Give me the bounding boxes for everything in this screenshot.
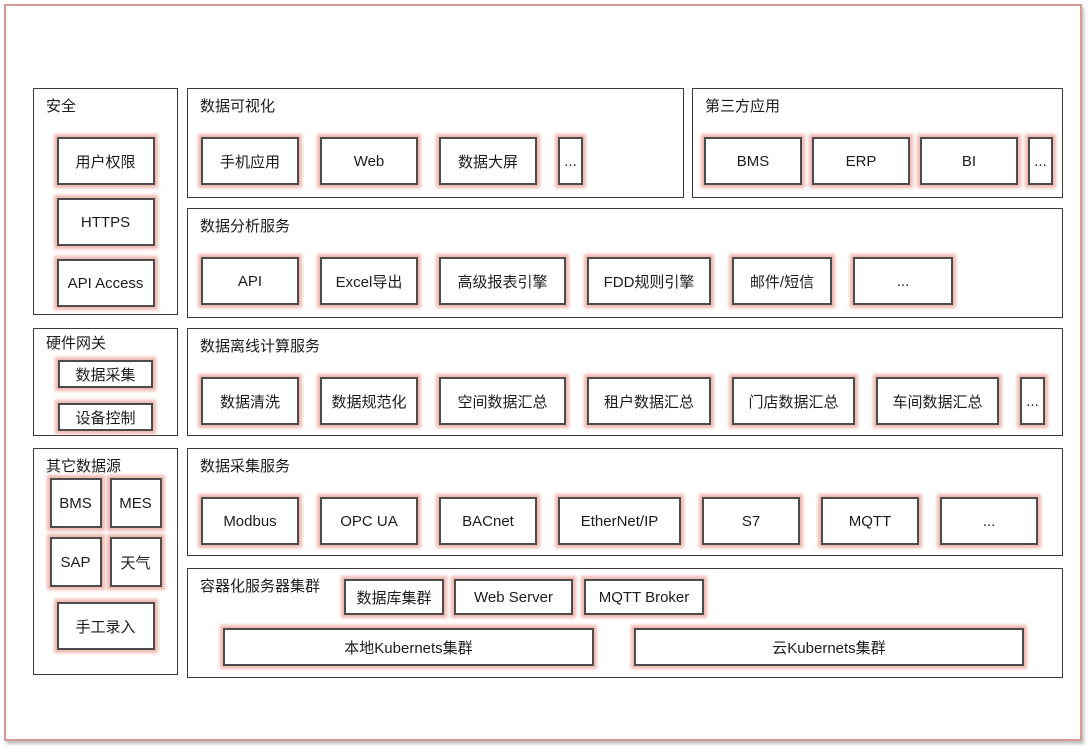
group-title: 容器化服务器集群 bbox=[200, 578, 321, 595]
group-title: 数据离线计算服务 bbox=[200, 338, 321, 355]
group-items: 数据采集 设备控制 bbox=[34, 360, 177, 431]
group-hardware-gateway: 硬件网关 数据采集 设备控制 bbox=[33, 328, 178, 436]
group-title: 数据可视化 bbox=[200, 98, 276, 115]
group-container-cluster: 容器化服务器集群 数据库集群 Web Server MQTT Broker 本地… bbox=[187, 568, 1063, 678]
diagram-node: 空间数据汇总 bbox=[439, 377, 566, 425]
group-security: 安全 用户权限 HTTPS API Access bbox=[33, 88, 178, 315]
group-title: 数据采集服务 bbox=[200, 458, 291, 475]
diagram-node: 数据采集 bbox=[58, 360, 153, 388]
diagram-node: Excel导出 bbox=[320, 257, 418, 305]
diagram-node: ERP bbox=[812, 137, 910, 185]
diagram-node: 高级报表引擎 bbox=[439, 257, 566, 305]
diagram-node: BACnet bbox=[439, 497, 537, 545]
group-items: 数据清洗 数据规范化 空间数据汇总 租户数据汇总 门店数据汇总 车间数据汇总 .… bbox=[201, 377, 1062, 425]
group-title: 数据分析服务 bbox=[200, 218, 291, 235]
diagram-node: 手机应用 bbox=[201, 137, 299, 185]
diagram-node: EtherNet/IP bbox=[558, 497, 681, 545]
group-items: BMS MES SAP 天气 bbox=[49, 478, 162, 587]
diagram-node: 设备控制 bbox=[58, 403, 153, 431]
diagram-node: MES bbox=[109, 478, 162, 528]
diagram-node: API Access bbox=[56, 259, 155, 307]
diagram-node: BMS bbox=[704, 137, 802, 185]
diagram-node: 本地Kubernets集群 bbox=[223, 628, 594, 666]
diagram-node: 邮件/短信 bbox=[732, 257, 832, 305]
group-title: 第三方应用 bbox=[705, 98, 781, 115]
group-title: 其它数据源 bbox=[46, 458, 122, 475]
diagram-node: API bbox=[201, 257, 299, 305]
diagram-node: 车间数据汇总 bbox=[876, 377, 999, 425]
diagram-node-ellipsis: ... bbox=[558, 137, 583, 185]
group-items: BMS ERP BI ... bbox=[704, 137, 1062, 185]
diagram-node: 门店数据汇总 bbox=[732, 377, 855, 425]
group-data-visualization: 数据可视化 手机应用 Web 数据大屏 ... bbox=[187, 88, 684, 198]
group-data-collection: 数据采集服务 Modbus OPC UA BACnet EtherNet/IP … bbox=[187, 448, 1063, 556]
diagram-node: MQTT bbox=[821, 497, 919, 545]
group-items: 用户权限 HTTPS API Access bbox=[34, 137, 177, 307]
group-third-party: 第三方应用 BMS ERP BI ... bbox=[692, 88, 1063, 198]
group-title: 安全 bbox=[46, 98, 77, 115]
diagram-node-ellipsis: ... bbox=[853, 257, 953, 305]
diagram-node-ellipsis: ... bbox=[1020, 377, 1045, 425]
diagram-node: BMS bbox=[49, 478, 102, 528]
group-items: 手机应用 Web 数据大屏 ... bbox=[201, 137, 683, 185]
diagram-node: Web Server bbox=[454, 579, 573, 615]
diagram-node: SAP bbox=[49, 537, 102, 587]
diagram-node: Web bbox=[320, 137, 418, 185]
group-items: Modbus OPC UA BACnet EtherNet/IP S7 MQTT… bbox=[201, 497, 1062, 545]
diagram-node: OPC UA bbox=[320, 497, 418, 545]
diagram-node-ellipsis: ... bbox=[940, 497, 1038, 545]
diagram-node: 用户权限 bbox=[56, 137, 155, 185]
diagram-node: 手工录入 bbox=[56, 602, 155, 650]
group-offline-computing: 数据离线计算服务 数据清洗 数据规范化 空间数据汇总 租户数据汇总 门店数据汇总… bbox=[187, 328, 1063, 436]
group-other-data-sources: 其它数据源 BMS MES SAP 天气 手工录入 bbox=[33, 448, 178, 675]
diagram-node-ellipsis: ... bbox=[1028, 137, 1053, 185]
diagram-node: 云Kubernets集群 bbox=[634, 628, 1024, 666]
diagram-node: 租户数据汇总 bbox=[587, 377, 711, 425]
diagram-node: HTTPS bbox=[56, 198, 155, 246]
diagram-node: 天气 bbox=[109, 537, 162, 587]
diagram-node: MQTT Broker bbox=[584, 579, 704, 615]
diagram-node: 数据大屏 bbox=[439, 137, 537, 185]
diagram-node: BI bbox=[920, 137, 1018, 185]
group-data-analysis: 数据分析服务 API Excel导出 高级报表引擎 FDD规则引擎 邮件/短信 … bbox=[187, 208, 1063, 318]
group-items: API Excel导出 高级报表引擎 FDD规则引擎 邮件/短信 ... bbox=[201, 257, 1062, 305]
diagram-node: Modbus bbox=[201, 497, 299, 545]
diagram-node: 数据清洗 bbox=[201, 377, 299, 425]
diagram-node: 数据库集群 bbox=[344, 579, 444, 615]
diagram-node: 数据规范化 bbox=[320, 377, 418, 425]
diagram-node: S7 bbox=[702, 497, 800, 545]
diagram-node: FDD规则引擎 bbox=[587, 257, 711, 305]
group-title: 硬件网关 bbox=[46, 335, 107, 352]
